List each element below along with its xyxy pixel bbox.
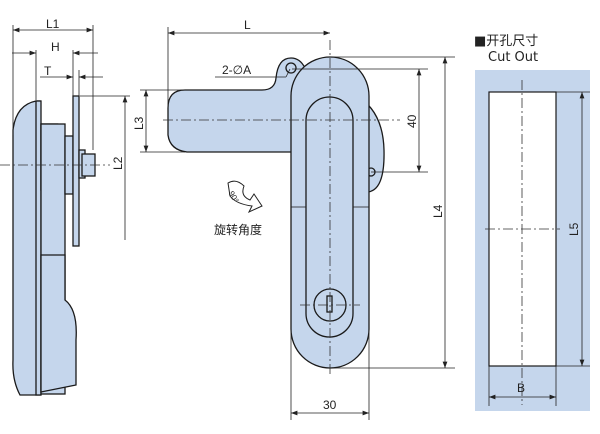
dim-L4: L4 — [431, 204, 445, 218]
handle-front-view — [163, 40, 400, 375]
dim-T: T — [44, 64, 52, 78]
dim-L: L — [244, 18, 251, 32]
cutout-title-cn: ■开孔尺寸 — [474, 34, 538, 49]
side-dimensions: L1 H T L2 — [12, 17, 130, 240]
dim-L2: L2 — [111, 156, 125, 170]
cutout-view: ■开孔尺寸 Cut Out L5 B — [474, 34, 590, 411]
side-view — [0, 95, 110, 396]
dim-B: B — [517, 381, 525, 395]
rotation-arrow-icon — [227, 180, 263, 214]
rotation-label: 旋转角度 — [214, 222, 262, 237]
front-dimensions: L 2-∅A L3 40 L4 30 — [132, 18, 455, 420]
rotation-indicator: 90° 旋转角度 — [214, 180, 263, 237]
dim-L1: L1 — [46, 17, 60, 31]
dim-L3: L3 — [132, 116, 146, 130]
dim-L5: L5 — [567, 222, 581, 236]
dim-hole: 2-∅A — [222, 63, 251, 77]
cutout-title-en: Cut Out — [488, 50, 538, 65]
dim-30: 30 — [323, 398, 337, 412]
dim-H: H — [51, 40, 60, 54]
dim-40: 40 — [405, 114, 419, 128]
